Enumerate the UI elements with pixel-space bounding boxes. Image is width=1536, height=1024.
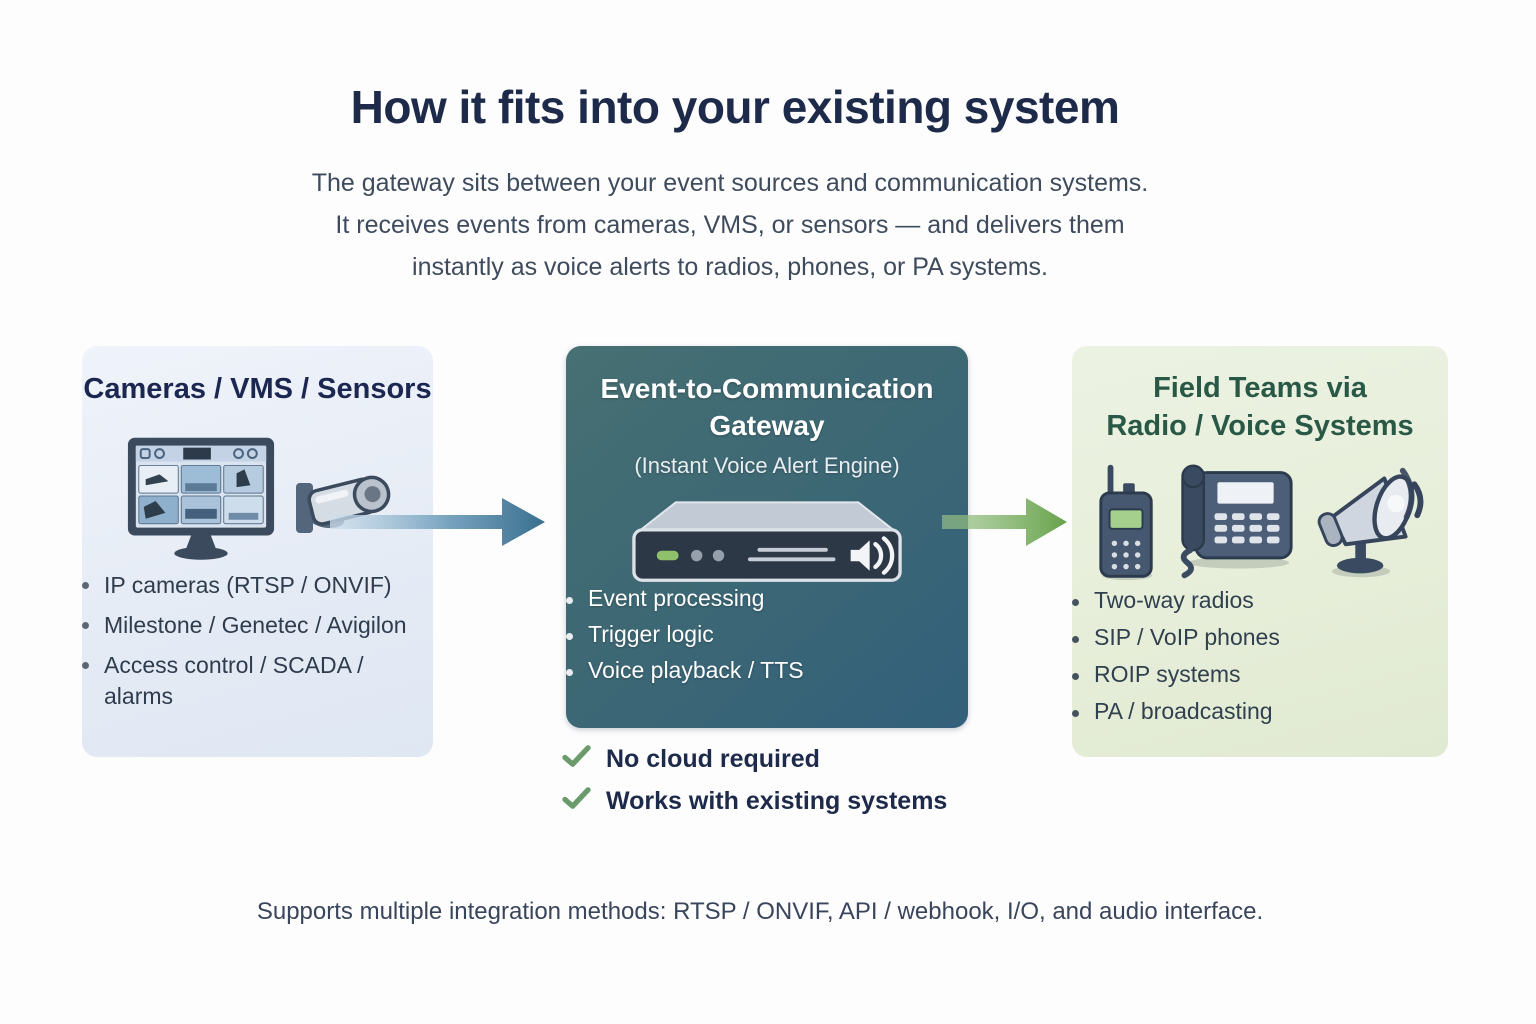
cctv-camera-icon: [294, 457, 394, 570]
list-item-label: Access control / SCADA / alarms: [104, 652, 364, 709]
gateway-device-icon: [624, 489, 910, 585]
gateway-list: Event processing Trigger logic Voice pla…: [566, 585, 968, 683]
list-item-label: PA / broadcasting: [1094, 698, 1273, 724]
list-item-label: Event processing: [588, 585, 765, 611]
two-way-radio-icon: [1095, 462, 1159, 587]
list-item: ROIP systems: [1072, 661, 1448, 687]
list-item: Two-way radios: [1072, 587, 1448, 613]
panel-field-teams: Field Teams via Radio / Voice Systems: [1072, 346, 1448, 757]
field-title-line1: Field Teams via: [1153, 372, 1367, 404]
gateway-title-line1: Event-to-Communication: [600, 373, 934, 404]
panel-gateway-title: Event-to-Communication Gateway: [566, 346, 968, 444]
list-item: PA / broadcasting: [1072, 698, 1448, 724]
list-item-label: Milestone / Genetec / Avigilon: [104, 612, 407, 638]
gateway-to-field-arrow-icon: [942, 498, 1067, 546]
gateway-title-line2: Gateway: [709, 410, 825, 441]
field-icons: [1072, 457, 1448, 587]
field-title-line2: Radio / Voice Systems: [1106, 410, 1414, 442]
bullet-icon: [1072, 710, 1079, 717]
list-item-label: Trigger logic: [588, 621, 714, 647]
bullet-icon: [566, 669, 573, 676]
panel-sources: Cameras / VMS / Sensors: [82, 346, 433, 757]
check-icon: [562, 744, 591, 774]
desk-phone-icon: [1167, 462, 1295, 587]
list-item: Milestone / Genetec / Avigilon: [82, 610, 433, 641]
list-item: IP cameras (RTSP / ONVIF): [82, 570, 433, 601]
bullet-icon: [1072, 673, 1079, 680]
subtitle-line: The gateway sits between your event sour…: [311, 169, 1149, 197]
benefits-list: No cloud required Works with existing sy…: [562, 744, 947, 816]
bullet-icon: [82, 622, 89, 629]
bullet-icon: [82, 582, 89, 589]
list-item-label: ROIP systems: [1094, 661, 1241, 687]
list-item-label: IP cameras (RTSP / ONVIF): [104, 572, 392, 598]
list-item: Voice playback / TTS: [566, 657, 968, 683]
panel-field-title: Field Teams via Radio / Voice Systems: [1072, 346, 1448, 445]
sources-list: IP cameras (RTSP / ONVIF) Milestone / Ge…: [82, 570, 433, 712]
list-item-label: Two-way radios: [1094, 587, 1254, 613]
list-item-label: SIP / VoIP phones: [1094, 624, 1280, 650]
sources-to-gateway-arrow-icon: [330, 498, 545, 546]
bullet-icon: [1072, 636, 1079, 643]
check-icon: [562, 786, 591, 816]
bullet-icon: [566, 633, 573, 640]
benefit-row: No cloud required: [562, 744, 947, 774]
bullet-icon: [1072, 599, 1079, 606]
page-title: How it fits into your existing system: [350, 81, 1120, 133]
subtitle-line: It receives events from cameras, VMS, or…: [335, 211, 1125, 239]
list-item: Access control / SCADA / alarms: [82, 650, 433, 712]
gateway-device-wrap: [566, 489, 968, 585]
footer-note: Supports multiple integration methods: R…: [256, 898, 1264, 925]
list-item: Event processing: [566, 585, 968, 611]
vms-monitor-icon: [122, 435, 280, 570]
bullet-icon: [566, 597, 573, 604]
list-item: Trigger logic: [566, 621, 968, 647]
bullet-icon: [82, 662, 89, 669]
panel-gateway: Event-to-Communication Gateway (Instant …: [566, 346, 968, 728]
subtitle-line: instantly as voice alerts to radios, pho…: [412, 253, 1048, 281]
field-list: Two-way radios SIP / VoIP phones ROIP sy…: [1072, 587, 1448, 724]
benefit-row: Works with existing systems: [562, 786, 947, 816]
benefit-label: No cloud required: [606, 744, 820, 773]
list-item: SIP / VoIP phones: [1072, 624, 1448, 650]
benefit-label: Works with existing systems: [606, 786, 948, 815]
sources-icons: [82, 435, 433, 570]
pa-horn-speaker-icon: [1303, 462, 1425, 587]
panel-sources-title: Cameras / VMS / Sensors: [83, 373, 432, 405]
list-item-label: Voice playback / TTS: [588, 657, 804, 683]
page-subtitle: The gateway sits between your event sour…: [0, 162, 1460, 288]
gateway-subtitle: (Instant Voice Alert Engine): [634, 453, 900, 478]
